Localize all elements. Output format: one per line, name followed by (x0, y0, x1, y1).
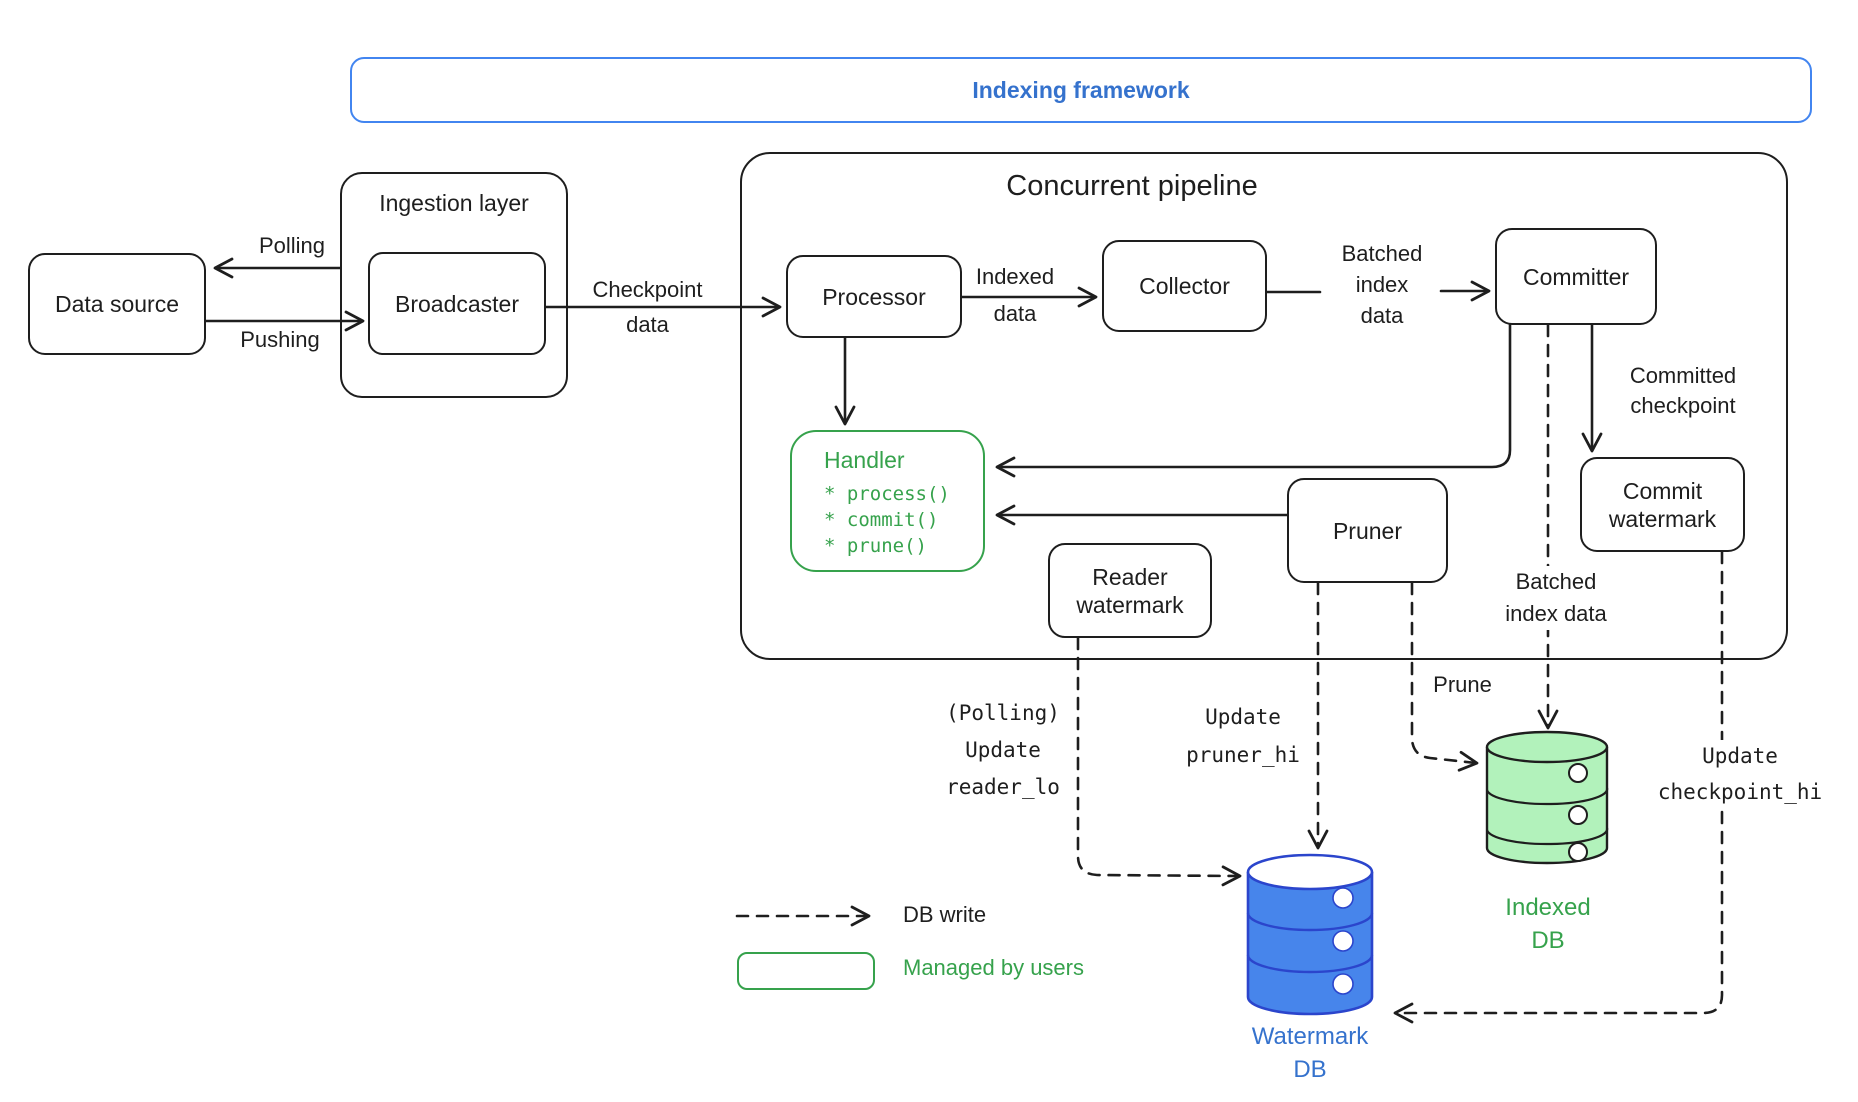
legend-managed-by-users-box (737, 952, 875, 990)
committer-handler-arrow (995, 323, 1512, 478)
concurrent-pipeline-title: Concurrent pipeline (1006, 170, 1258, 202)
ingestion-layer-container: Ingestion layer (340, 172, 568, 398)
ingestion-layer-title: Ingestion layer (379, 190, 529, 216)
checkpoint-data-label: Checkpoint data (592, 277, 703, 337)
indexing-framework-container: Indexing framework (350, 57, 1812, 123)
committer-node: Committer (1495, 228, 1657, 325)
update-reader-lo-arrow (1076, 636, 1242, 887)
broadcaster-label: Broadcaster (394, 290, 519, 317)
watermark-db-cylinder (1246, 853, 1374, 1016)
reader-watermark-node: Reader watermark (1048, 543, 1212, 638)
batched-index-data-label: Batched index data (1341, 241, 1423, 328)
processor-node: Processor (786, 255, 962, 338)
collector-node: Collector (1102, 240, 1267, 332)
handler-method-commit: * commit() (824, 509, 939, 531)
handler-method-process: * process() (824, 483, 950, 505)
indexed-db-cylinder (1485, 730, 1609, 865)
indexed-data-label: Indexed data (975, 264, 1055, 326)
data-source-label: Data source (54, 291, 179, 317)
pruner-node: Pruner (1287, 478, 1448, 583)
reader-watermark-line2: watermark (1076, 591, 1184, 618)
indexing-framework-title: Indexing framework (972, 76, 1190, 103)
data-source-node: Data source (28, 253, 206, 355)
update-checkpoint-hi-arrow (1393, 550, 1724, 1024)
handler-methods: * process() * commit() * prune() (824, 481, 950, 559)
commit-watermark-node: Commit watermark (1580, 457, 1745, 552)
polling-label: Polling (258, 233, 326, 258)
collector-label: Collector (1139, 273, 1230, 299)
commit-watermark-line1: Commit (1622, 477, 1703, 504)
legend-managed-by-users-label: Managed by users (903, 955, 1084, 980)
update-reader-lo-label: (Polling) Update reader_lo (946, 701, 1060, 799)
indexed-db-label: Indexed DB (1505, 894, 1591, 954)
prune-label: Prune (1433, 672, 1492, 697)
committed-checkpoint-label: Committed checkpoint (1629, 363, 1737, 418)
handler-node: Handler * process() * commit() * prune() (790, 430, 985, 572)
update-checkpoint-hi-label: Update checkpoint_hi (1636, 740, 1844, 808)
committer-label: Committer (1522, 263, 1630, 290)
handler-title: Handler (824, 447, 905, 473)
broadcaster-node: Broadcaster (368, 252, 546, 355)
update-pruner-hi-label: Update pruner_hi (1186, 705, 1300, 767)
concurrent-pipeline-container: Concurrent pipeline (740, 152, 1788, 660)
pushing-label: Pushing (240, 327, 320, 352)
processor-label: Processor (822, 283, 926, 310)
prune-arrow (1410, 581, 1479, 772)
pruner-label: Pruner (1332, 517, 1403, 544)
reader-watermark-line1: Reader (1092, 563, 1168, 590)
commit-watermark-line2: watermark (1608, 505, 1717, 532)
watermark-db-label: Watermark DB (1251, 1023, 1369, 1083)
batched-index-data-db-label: Batched index data (1478, 566, 1634, 630)
handler-method-prune: * prune() (824, 535, 927, 557)
legend-db-write-label: DB write (903, 902, 987, 927)
